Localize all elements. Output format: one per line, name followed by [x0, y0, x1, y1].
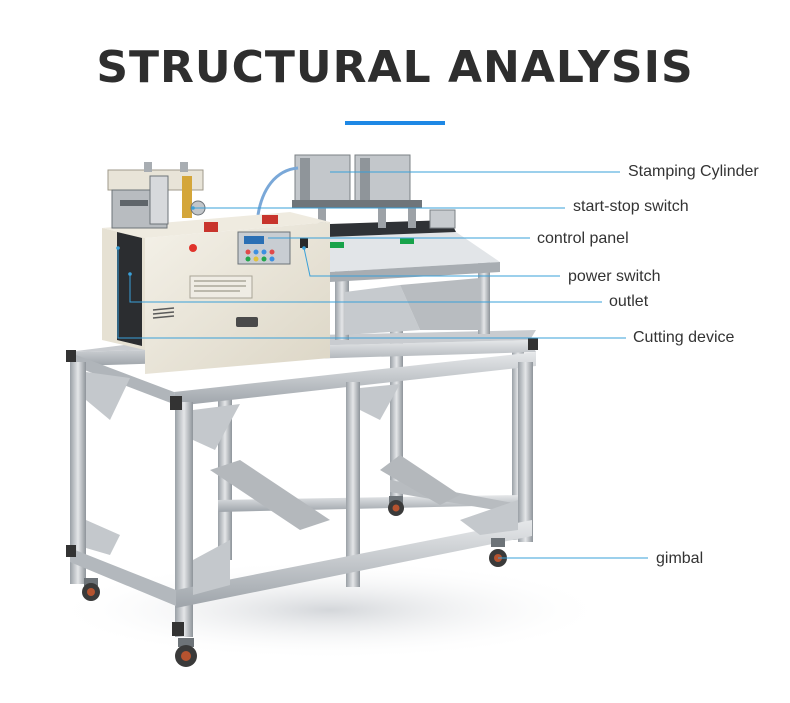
- stamping-stage: [256, 154, 500, 340]
- leader-outlet: [129, 274, 602, 303]
- frame-brace-3: [360, 384, 400, 420]
- control-panel-buttons: [245, 249, 275, 262]
- label-gimbal: gimbal: [656, 550, 704, 567]
- caster-wheels: [82, 496, 507, 667]
- callout-lines: [117, 171, 648, 559]
- frame-brace-2: [193, 404, 240, 450]
- start-stop-switch: [189, 244, 197, 252]
- label-cutting-device: Cutting device: [633, 329, 735, 346]
- caster-wheel: [175, 638, 197, 667]
- label-start-stop-switch: start-stop switch: [573, 198, 689, 215]
- title-underline: [345, 121, 445, 125]
- corner-cap: [170, 396, 182, 410]
- corner-cap: [172, 622, 184, 636]
- frame-front-right-leg: [518, 362, 533, 542]
- corner-cap: [66, 545, 76, 557]
- frame-brace-4: [193, 540, 230, 595]
- cutting-machine-body: [102, 162, 330, 374]
- caster-wheel: [388, 496, 404, 516]
- leader-power-switch: [303, 247, 560, 277]
- machine-handle-slot: [236, 317, 258, 327]
- frame-front-left-leg: [70, 362, 86, 584]
- frame-front-mid2-leg: [346, 382, 360, 587]
- frame-front-mid-leg: [175, 402, 193, 637]
- frame-top-front-beam: [174, 352, 536, 406]
- stamping-cylinders: [292, 154, 422, 228]
- power-switch: [300, 238, 308, 248]
- frame-lower-front-rail: [176, 520, 532, 608]
- frame-cross-brace: [210, 460, 330, 530]
- frame-brace-1: [86, 372, 130, 420]
- stage-platform: [296, 232, 500, 272]
- cutting-head: [107, 162, 206, 229]
- frame-lower-left-rail: [70, 548, 176, 606]
- frame-brace-6: [460, 500, 518, 535]
- label-outlet: outlet: [609, 293, 649, 310]
- corner-cap: [66, 350, 76, 362]
- label-power-switch: power switch: [568, 268, 661, 285]
- leader-cutting-device: [117, 248, 626, 339]
- caster-wheel: [489, 538, 507, 567]
- machine-label-sticker: [189, 275, 253, 299]
- corner-cap: [528, 338, 538, 350]
- frame-cross-brace-2: [380, 455, 460, 505]
- frame-brace-5: [86, 520, 120, 555]
- label-stamping-cylinder: Stamping Cylinder: [628, 163, 759, 180]
- machine-vents: [152, 307, 175, 319]
- label-control-panel: control panel: [537, 230, 629, 247]
- page-title: STRUCTURAL ANALYSIS: [96, 42, 694, 93]
- callout-dots: [116, 206, 306, 276]
- caster-wheel: [82, 578, 100, 601]
